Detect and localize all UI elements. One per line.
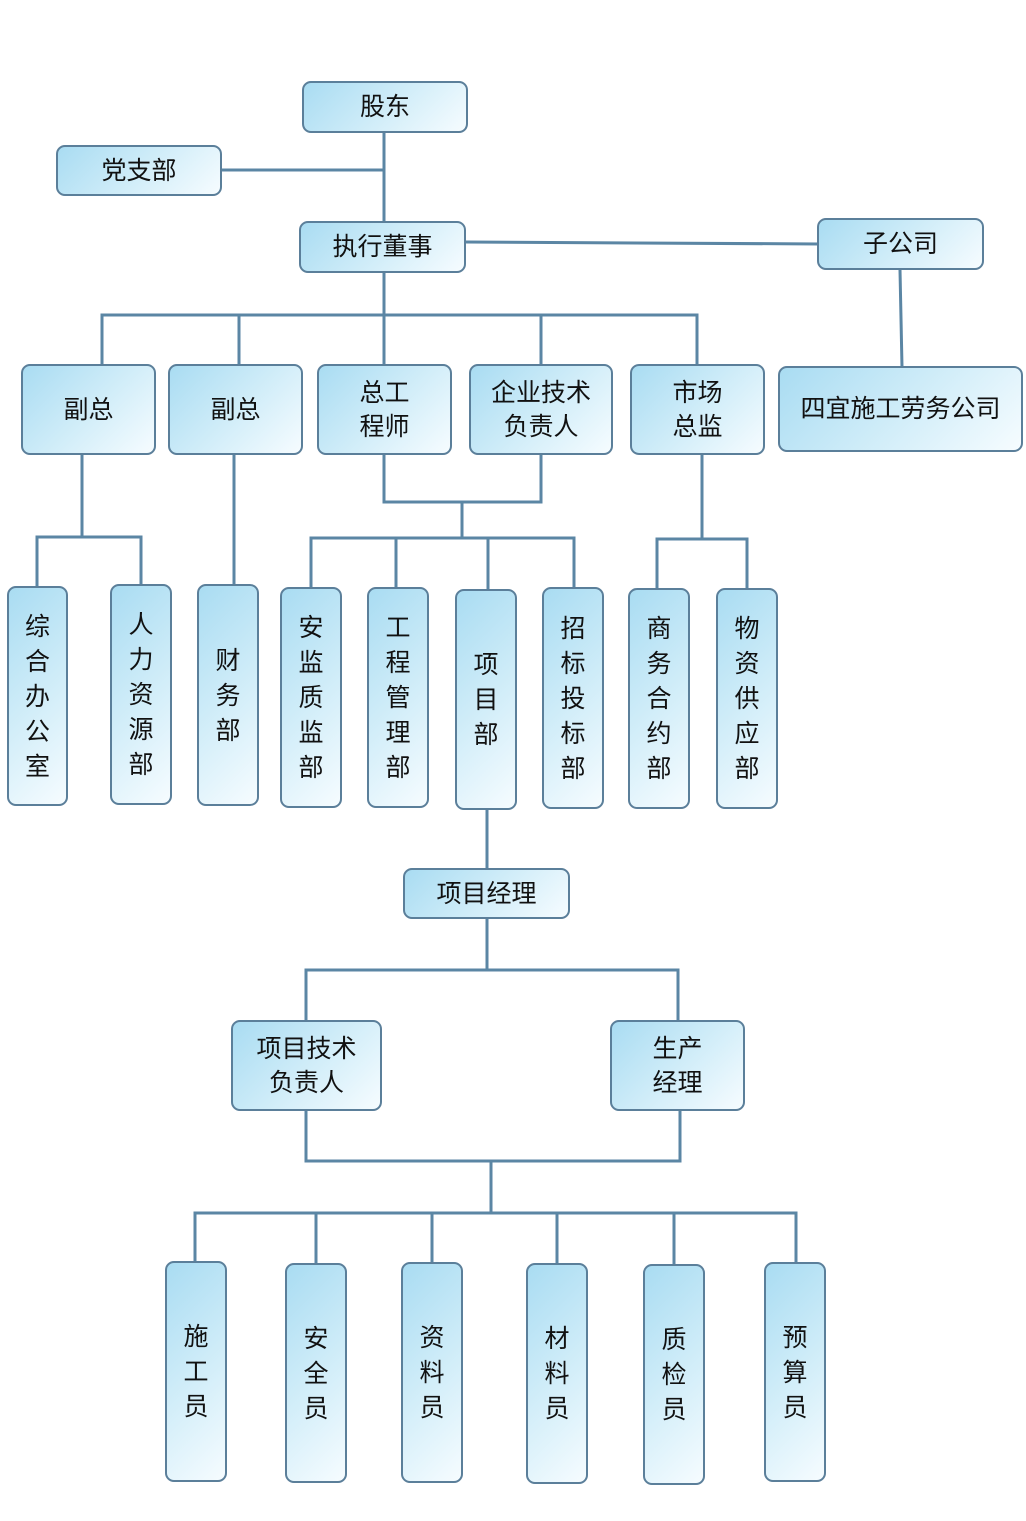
tech-lead-node: 企业技术 负责人 <box>469 364 613 455</box>
exec-director-node: 执行董事 <box>299 221 466 273</box>
estimator-label: 预算员 <box>782 1322 808 1422</box>
bidding-dept-label: 招标投标部 <box>560 613 586 783</box>
tech-lead-label: 企业技术 负责人 <box>490 377 591 441</box>
project-tech-lead-node: 项目技术 负责人 <box>231 1020 382 1111</box>
chief-engineer-label: 总工 程师 <box>359 377 410 441</box>
supply-dept-node: 物资供应部 <box>716 588 778 809</box>
safety-officer-node: 安全员 <box>285 1263 347 1483</box>
engineering-dept-label: 工程管理部 <box>385 613 411 782</box>
subsidiary-label: 子公司 <box>862 229 938 258</box>
safety-officer-label: 安全员 <box>303 1323 329 1423</box>
general-office-node: 综合办公室 <box>7 586 68 806</box>
estimator-node: 预算员 <box>764 1262 826 1482</box>
document-clerk-label: 资料员 <box>419 1323 445 1422</box>
project-tech-lead-label: 项目技术 负责人 <box>256 1033 357 1097</box>
siyi-labor-node: 四宜施工劳务公司 <box>778 366 1023 452</box>
production-manager-node: 生产 经理 <box>610 1020 745 1111</box>
hr-dept-label: 人力资源部 <box>128 610 154 779</box>
party-branch-node: 党支部 <box>56 145 222 196</box>
safety-quality-dept-node: 安监质监部 <box>280 587 342 808</box>
vp-label-2: 副总 <box>210 394 261 424</box>
project-manager-label: 项目经理 <box>436 878 537 908</box>
project-dept-node: 项目部 <box>455 589 517 810</box>
contract-dept-node: 商务合约部 <box>628 588 690 809</box>
general-office-label: 综合办公室 <box>24 611 50 781</box>
quality-inspector-node: 质检员 <box>643 1264 705 1485</box>
project-dept-label: 项目部 <box>473 650 499 749</box>
safety-quality-dept-label: 安监质监部 <box>298 613 324 782</box>
siyi-labor-label: 四宜施工劳务公司 <box>800 394 1001 423</box>
hr-dept-node: 人力资源部 <box>110 584 172 805</box>
market-director-label: 市场 总监 <box>672 377 723 441</box>
subsidiary-node: 子公司 <box>817 218 984 270</box>
project-manager-node: 项目经理 <box>403 868 570 919</box>
supply-dept-label: 物资供应部 <box>734 614 760 783</box>
constructor-label: 施工员 <box>183 1322 209 1421</box>
vp-label-1: 副总 <box>63 394 114 424</box>
market-director-node: 市场 总监 <box>630 364 765 455</box>
material-clerk-node: 材料员 <box>526 1263 588 1484</box>
engineering-dept-node: 工程管理部 <box>367 587 429 808</box>
exec-director-label: 执行董事 <box>332 232 433 261</box>
finance-dept-label: 财务部 <box>215 645 241 745</box>
production-manager-label: 生产 经理 <box>652 1033 703 1097</box>
chief-engineer-node: 总工 程师 <box>317 364 452 455</box>
vp-node-2: 副总 <box>168 364 303 455</box>
bidding-dept-node: 招标投标部 <box>542 587 604 809</box>
material-clerk-label: 材料员 <box>544 1324 570 1423</box>
document-clerk-node: 资料员 <box>401 1262 463 1483</box>
shareholders-node: 股东 <box>302 81 468 133</box>
contract-dept-label: 商务合约部 <box>646 614 672 783</box>
vp-node-1: 副总 <box>21 364 156 455</box>
shareholders-label: 股东 <box>359 92 410 121</box>
quality-inspector-label: 质检员 <box>661 1325 687 1424</box>
party-branch-label: 党支部 <box>101 155 177 185</box>
constructor-node: 施工员 <box>165 1261 227 1482</box>
finance-dept-node: 财务部 <box>197 584 259 806</box>
